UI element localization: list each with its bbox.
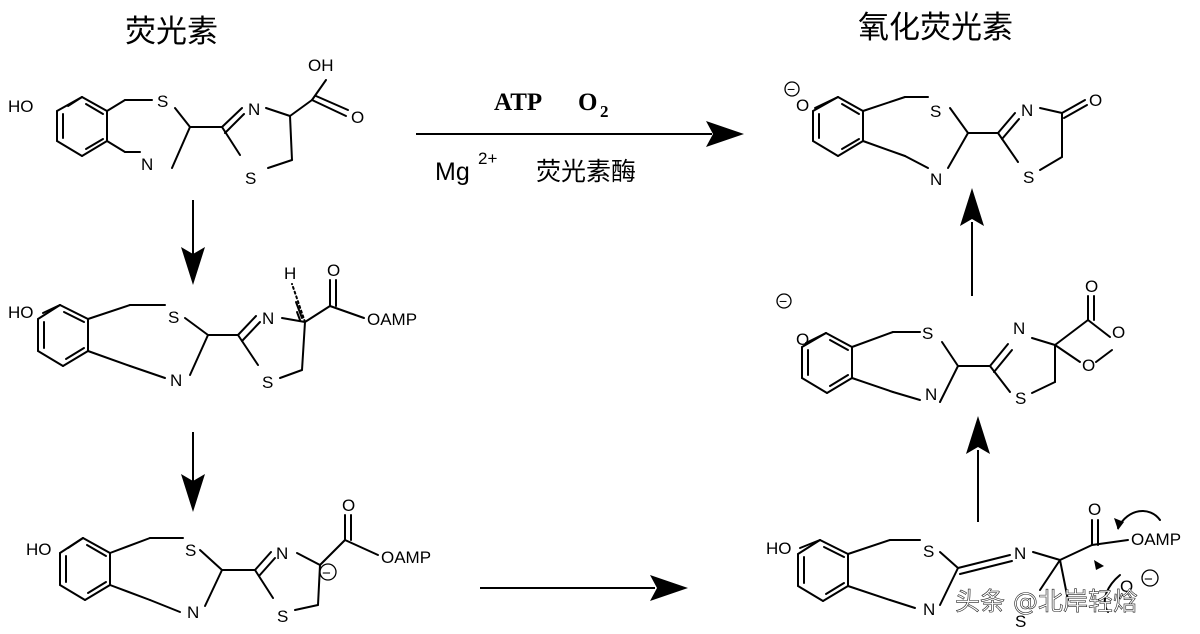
- atom-n: N: [925, 385, 937, 404]
- reagent-mg: Mg: [435, 158, 470, 186]
- charge-minus: −: [322, 565, 331, 582]
- atom-n: N: [1014, 544, 1026, 563]
- atom-o: O: [1112, 323, 1125, 342]
- atom-s: S: [923, 542, 934, 561]
- atom-s: S: [245, 169, 256, 188]
- atom-o: O: [351, 108, 364, 127]
- molecule-oxyluciferin: O − S N N S O: [784, 81, 1102, 189]
- reagent-enzyme: 荧光素酶: [536, 157, 636, 186]
- atom-n: N: [248, 100, 260, 119]
- watermark: 头条 @北岸轻焓: [955, 587, 1138, 616]
- atom-s: S: [930, 102, 941, 121]
- atom-n: N: [276, 544, 288, 563]
- title-luciferin: 荧光素: [125, 14, 218, 50]
- atom-s: S: [262, 373, 273, 392]
- atom-n: N: [1021, 101, 1033, 120]
- reagent-atp: ATP: [494, 89, 542, 116]
- atom-o: O: [1088, 500, 1101, 519]
- molecule-peroxide-intermediate: HO S N N S O OAMP O −: [766, 500, 1181, 631]
- atom-o: O: [1085, 277, 1098, 296]
- molecule-luciferin: HO S N N S OH O: [8, 56, 364, 188]
- arrow-right-bottom: [480, 575, 688, 601]
- arrow-down-1: [181, 200, 205, 285]
- charge-minus: −: [779, 293, 787, 309]
- atom-ho: HO: [8, 303, 34, 322]
- atom-s: S: [185, 541, 196, 560]
- atom-h: H: [284, 264, 296, 283]
- atom-o: O: [1089, 91, 1102, 110]
- atom-ho: HO: [8, 97, 34, 116]
- atom-s: S: [1015, 389, 1026, 408]
- atom-o: O: [327, 261, 340, 280]
- reagent-o2: O: [578, 89, 597, 116]
- atom-n: N: [141, 155, 153, 174]
- atom-n: N: [923, 600, 935, 619]
- title-oxyluciferin: 氧化荧光素: [858, 10, 1013, 46]
- charge-minus: −: [1144, 571, 1153, 588]
- reagent-mg-charge: 2+: [478, 149, 497, 168]
- molecule-carbanion: − HO S N N S O OAMP: [26, 496, 431, 626]
- molecule-dioxetanone: O − S N N S O O O: [776, 277, 1125, 408]
- reagent-o2-subscript: 2: [600, 102, 609, 121]
- atom-o: O: [342, 496, 355, 515]
- molecule-luciferyl-adenylate: HO S N N S H O OAMP: [8, 261, 417, 392]
- atom-oamp: OAMP: [1131, 530, 1181, 549]
- negative-charge-icon: [776, 293, 792, 309]
- atom-oh: OH: [308, 56, 334, 75]
- atom-s: S: [1015, 612, 1026, 631]
- atom-o: O: [796, 96, 809, 115]
- negative-charge-icon: [1141, 569, 1159, 587]
- atom-ho: HO: [26, 540, 52, 559]
- arrow-up-1: [966, 416, 990, 522]
- atom-oamp: OAMP: [367, 310, 417, 329]
- atom-n: N: [170, 371, 182, 390]
- atom-s: S: [1023, 168, 1034, 187]
- arrow-up-2: [960, 188, 984, 296]
- charge-minus: −: [787, 81, 795, 97]
- atom-s: S: [168, 308, 179, 327]
- atom-n: N: [1013, 319, 1025, 338]
- atom-s: S: [157, 92, 168, 111]
- atom-n: N: [930, 170, 942, 189]
- atom-s: S: [922, 324, 933, 343]
- atom-oamp: OAMP: [381, 548, 431, 567]
- negative-charge-icon: [319, 563, 337, 581]
- atom-n: N: [262, 309, 274, 328]
- reaction-arrow-main: [416, 121, 744, 147]
- atom-o: O: [1120, 577, 1133, 596]
- atom-o: O: [796, 330, 809, 349]
- atom-s: S: [277, 607, 288, 626]
- arrow-down-2: [181, 432, 205, 512]
- atom-ho: HO: [766, 539, 792, 558]
- negative-charge-icon: [784, 81, 800, 97]
- atom-o: O: [1082, 356, 1095, 375]
- atom-n: N: [187, 603, 199, 622]
